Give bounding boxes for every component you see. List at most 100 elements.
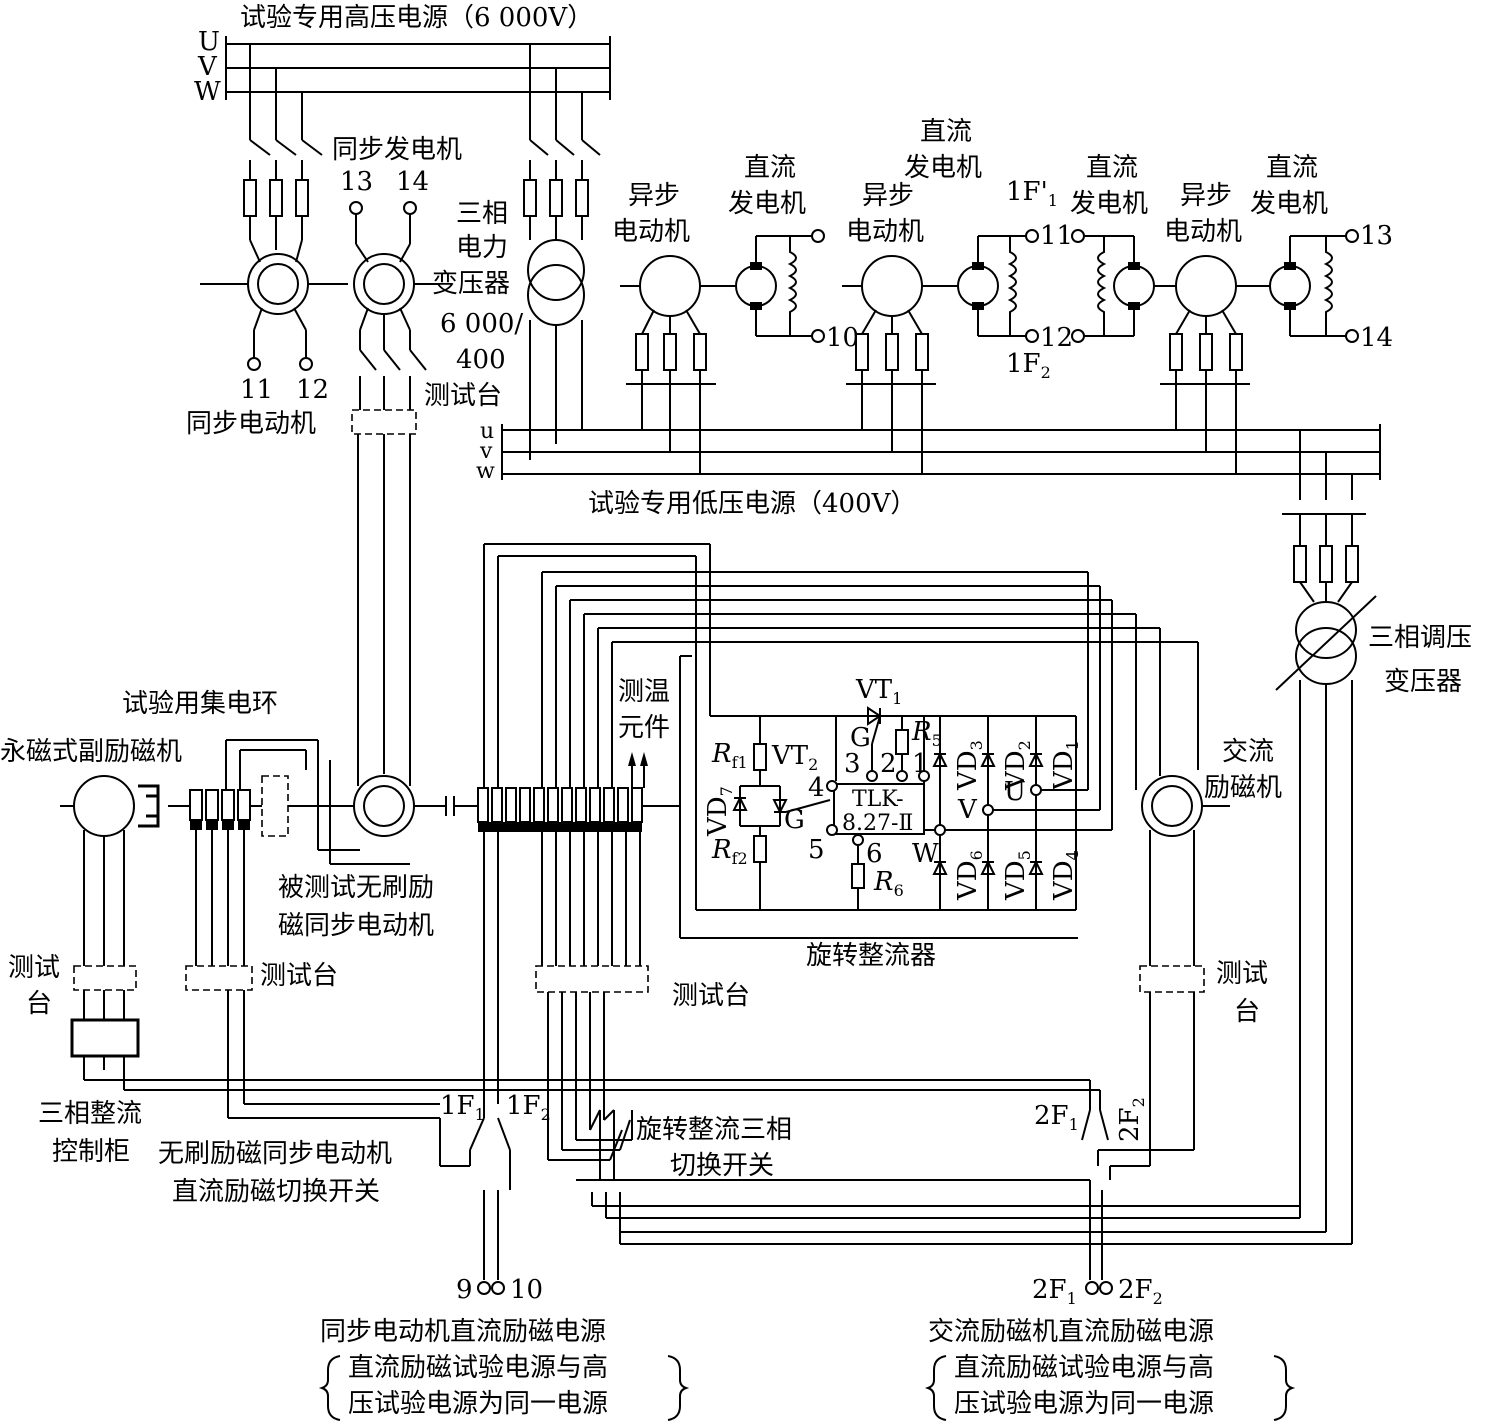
phase-w-small: w [476,459,495,484]
low-voltage-bus: u v w 试验专用低压电源（400V） [476,419,1381,519]
excitation-switch-1: 9 10 1F1 1F2 [420,1091,551,1305]
dc-gen-2-label-2: 发电机 [904,153,982,183]
regulating-transformer-label-1: 三相调压 [1368,623,1472,653]
brushless-sync-motor-under-test: 被测试无刷励 磁同步电动机 [278,434,478,941]
transformer-label-5: 400 [456,345,506,375]
rectifier-feed-wiring [483,543,1199,939]
pm-exciter-label: 永磁式副励磁机 [0,737,182,767]
terminal-11-label: 11 [240,375,273,405]
test-bench-left-label-1: 测试 [8,953,60,983]
rectifier-cabinet-label-2: 控制柜 [52,1137,130,1167]
terminal-u-label: U [1004,777,1026,807]
terminal-2f2-label: 2F2 [1118,1275,1163,1308]
terminal-12-mid: 12 [1040,323,1073,353]
vd3-label: VD3 [953,740,986,791]
switch-2-label-1: 旋转整流三相 [636,1115,792,1145]
source-2-line-1: 直流励磁试验电源与高 [954,1353,1214,1383]
source-1-line-1: 直流励磁试验电源与高 [348,1353,608,1383]
excitation-switch-2: 2F1 2F2 2F1 2F2 [1032,1080,1163,1308]
r5-label: R5 [911,717,942,750]
async-motor-1-label-1: 异步 [628,181,680,211]
switch-2f2-label: 2F2 [1115,1097,1148,1142]
test-bench-ring-label: 测试台 [672,981,750,1011]
vd6-label: VD6 [953,850,986,901]
terminal-10-top: 10 [826,323,859,353]
pin-3-label: 3 [844,749,861,779]
test-bench-left-label-2: 台 [26,989,52,1019]
low-voltage-title: 试验专用低压电源（400V） [588,489,916,519]
pin-4-label: 4 [808,773,825,803]
pin-5-label: 5 [808,835,825,865]
ac-exciter: 交流 励磁机 测试 台 [1098,614,1282,1167]
motor-under-test-label-1: 被测试无刷励 [278,873,434,903]
pin-6-label: 6 [866,839,883,869]
pin-1-label: 1 [912,749,929,779]
terminal-v-label: V [957,795,978,825]
source-2-title: 交流励磁机直流励磁电源 [928,1317,1214,1347]
phase-u-small: u [480,419,494,444]
terminal-10-bottom: 10 [510,1275,543,1305]
test-bench-exciter-label-2: 台 [1234,997,1260,1027]
terminal-1f2-label: 1F2 [1006,349,1051,382]
ac-exciter-label-2: 励磁机 [1204,773,1282,803]
ac-exciter-label-1: 交流 [1222,737,1274,767]
switch-1-label-2: 直流励磁切换开关 [172,1177,380,1207]
motor-under-test-label-2: 磁同步电动机 [278,911,434,941]
terminal-13-label: 13 [340,167,373,197]
async-motor-2-label-2: 电动机 [846,217,924,247]
regulating-transformer-label-2: 变压器 [1384,667,1462,697]
sync-generator-label: 同步发电机 [332,135,462,165]
terminal-1f1-prime-label: 1F'1 [1006,177,1058,210]
phase-v-small: v [479,439,493,464]
test-bench-exciter-label-1: 测试 [1216,959,1268,989]
async-motor-1-label-2: 电动机 [612,217,690,247]
rotating-rectifier: 旋转整流器 Rf1 Rf2 VT2 VD7 G TLK- 8.27-Ⅱ 4 5 [696,675,1112,971]
switch-1f2-label: 1F2 [506,1091,551,1124]
terminal-14-label: 14 [396,167,429,197]
source-2-line-2: 压试验电源为同一电源 [954,1389,1214,1419]
vd7-label: VD7 [703,786,736,837]
sync-motor-symbol: 11 12 同步电动机 [186,239,348,439]
g-label-lower: G [784,805,805,835]
transformer-label-3: 变压器 [432,269,510,299]
vt1-label: VT1 [855,675,902,708]
motor-generator-set-3: 异步 电动机 直流 发电机 13 14 [1160,153,1393,474]
async-motor-3-label-2: 电动机 [1164,217,1242,247]
transformer-label-2: 电力 [456,233,508,263]
dc-gen-3-label-2: 发电机 [1070,189,1148,219]
vt2-label: VT2 [771,741,818,774]
high-voltage-bus: 试验专用高压电源（6 000V） U V W [194,3,611,107]
tlk-label-1: TLK- [852,787,904,812]
switch-1-label-1: 无刷励磁同步电动机 [158,1139,392,1169]
terminal-11-mid: 11 [1040,221,1073,251]
power-transformer-symbol: 三相 电力 变压器 6 000/ 400 [432,44,601,460]
g-label-upper: G [850,723,871,753]
sync-generator-symbol: 同步发电机 13 14 测试台 [332,135,502,435]
switch-2-label-2: 切换开关 [670,1151,774,1181]
terminal-12-label: 12 [296,375,329,405]
dc-gen-4-label-1: 直流 [1266,153,1318,183]
tlk-label-2: 8.27-Ⅱ [842,811,913,836]
temp-sensor-label-1: 测温 [618,677,670,707]
transformer-label-1: 三相 [456,199,508,229]
terminal-13-right: 13 [1360,221,1393,251]
dc-gen-3-label-1: 直流 [1086,153,1138,183]
transformer-label-4: 6 000/ [440,309,523,339]
phase-v-label: V [197,52,218,82]
source-1-title: 同步电动机直流励磁电源 [320,1317,606,1347]
phase-u-label: U [198,27,220,57]
switch-1f1-label: 1F1 [440,1091,485,1124]
dc-gen-4-label-2: 发电机 [1250,189,1328,219]
rf2-label: Rf2 [711,835,748,868]
terminal-14-right: 14 [1360,323,1393,353]
pin-2-label: 2 [880,749,897,779]
hv-feed-left [243,44,323,250]
terminal-w-label: W [912,839,939,869]
rectifier-cabinet-label-1: 三相整流 [38,1099,142,1129]
pm-sub-exciter: 永磁式副励磁机 测试 台 三相整流 控制柜 [0,737,1100,1167]
test-bench-slip-label: 测试台 [260,961,338,991]
test-bench-label-top: 测试台 [424,381,502,411]
test-slip-rings: 试验用集电环 测试台 无刷励磁同步电动机 直流励磁切换开关 [122,689,430,1207]
motor-generator-set-2: 异步 电动机 直流 发电机 1F'1 11 12 1F2 直流 发电机 [842,117,1176,474]
dc-gen-1-label-2: 发电机 [728,189,806,219]
